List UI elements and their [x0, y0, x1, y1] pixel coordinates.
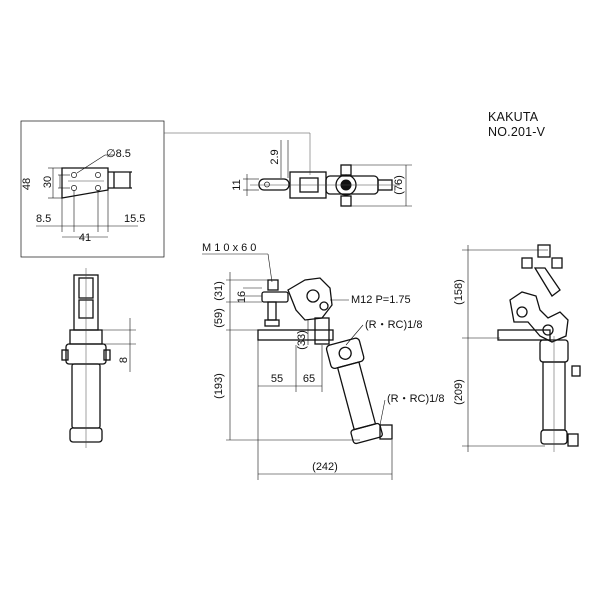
base-right-label: 65 — [303, 373, 315, 385]
bolt-total-label: (59) — [213, 308, 225, 328]
hole-icon — [71, 185, 77, 191]
bolt-step-label: 16 — [236, 291, 248, 303]
right-upper-label: (158) — [453, 279, 465, 305]
detail-view: ∅8.5 48 30 8.5 15.5 41 — [20, 120, 311, 258]
arm-offset-label: (33) — [296, 330, 308, 350]
hole-icon — [95, 185, 101, 191]
cylinder — [325, 337, 383, 445]
front-view: 8 — [61, 268, 136, 448]
side-view: M 1 0 x 6 0 M12 P=1.75 (R・RC)1/8 (R・RC)1… — [202, 242, 444, 480]
hole-icon — [71, 172, 77, 178]
span-label: 41 — [79, 232, 91, 244]
right-edge-label: 15.5 — [124, 213, 145, 225]
front-offset-label: 8 — [118, 357, 130, 363]
height-inner-label: 30 — [42, 176, 54, 188]
hole-diameter-label: ∅8.5 — [106, 148, 131, 160]
top-overall-label: (76) — [393, 175, 405, 195]
model-label: NO.201-V — [488, 125, 546, 139]
top-vertical-label: 2.9 — [269, 149, 281, 164]
base-left-label: 55 — [271, 373, 283, 385]
right-lower-label: (209) — [453, 379, 465, 405]
top-height-label: 11 — [231, 179, 243, 190]
base-plate — [61, 167, 132, 199]
thread-callout: M12 P=1.75 — [351, 294, 411, 306]
maker-label: KAKUTA — [488, 110, 539, 124]
overall-width-label: (242) — [312, 461, 338, 473]
detail-frame — [20, 120, 165, 258]
left-edge-label: 8.5 — [36, 213, 51, 225]
top-view: 2.9 11 (76) — [231, 140, 412, 207]
title-block: KAKUTA NO.201-V — [488, 110, 546, 139]
hole-icon — [95, 172, 101, 178]
port-upper-callout: (R・RC)1/8 — [365, 319, 422, 331]
overall-height-label: (193) — [213, 373, 225, 399]
port-lower-callout: (R・RC)1/8 — [387, 393, 444, 405]
bolt-callout: M 1 0 x 6 0 — [202, 242, 256, 254]
right-view: (158) (209) — [453, 244, 581, 452]
upper-height-label: (31) — [213, 281, 225, 301]
height-outer-label: 48 — [21, 178, 33, 190]
